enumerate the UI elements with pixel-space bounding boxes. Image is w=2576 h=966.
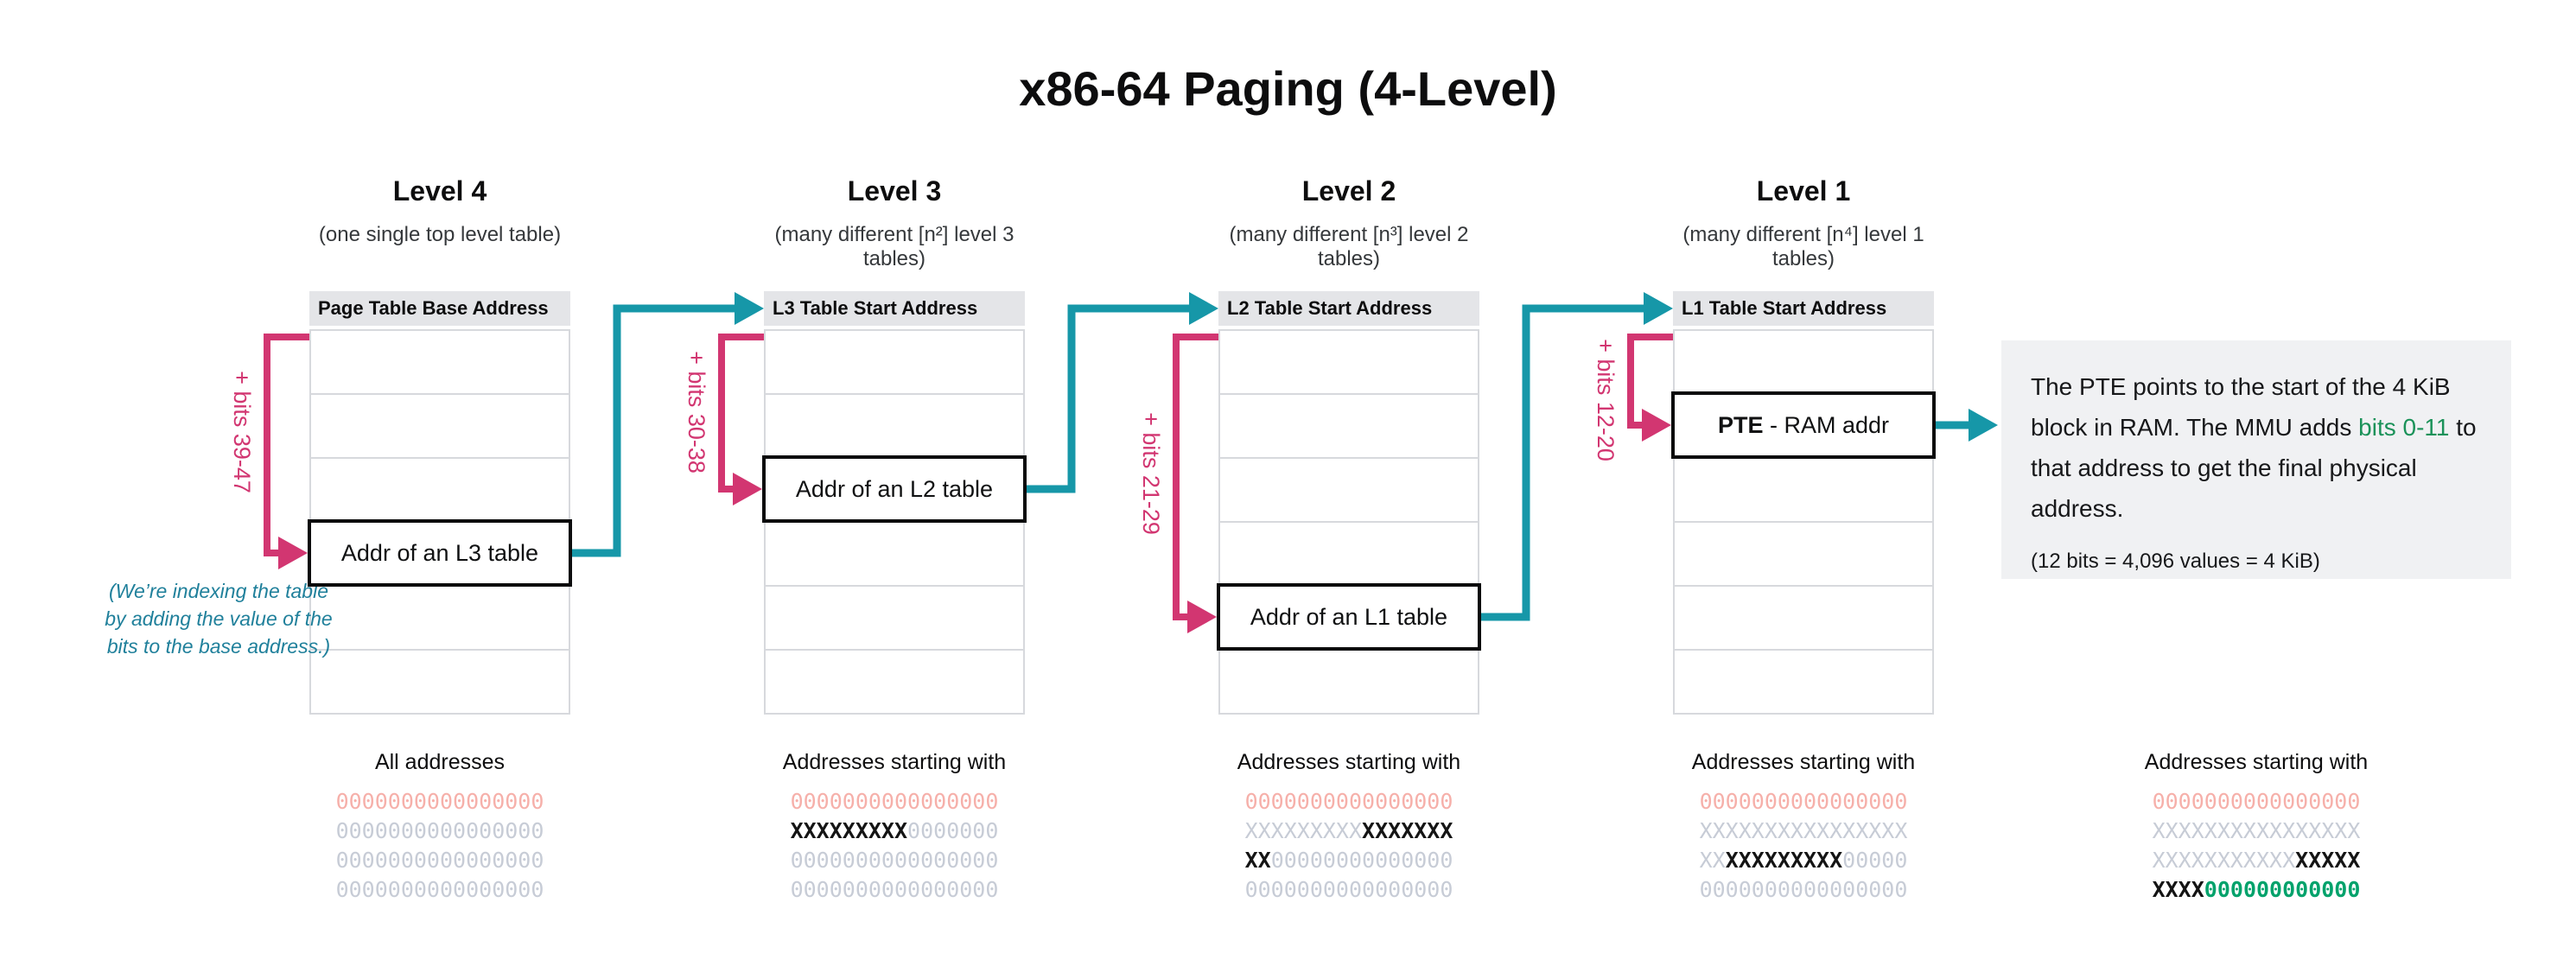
table-cell	[311, 651, 569, 715]
address-row: 0000000000000000	[335, 848, 544, 873]
pink-arrow-level2	[1173, 334, 1218, 633]
teal-arrow-l4-to-l3	[572, 292, 764, 557]
address-row: 0000000000000000	[335, 818, 544, 843]
level-subtitle: (many different [n⁴] level 1 tables)	[1682, 223, 1924, 270]
address-row: 0000000000000000	[790, 877, 999, 902]
address-row: XXXXXXXXXXX00000	[1699, 848, 1908, 873]
address-heading: Addresses starting with	[782, 750, 1007, 774]
address-column-l3: Addresses starting with 0000000000000000…	[764, 750, 1025, 905]
level-column-4: Level 4 (one single top level table) Pag…	[308, 0, 572, 966]
indexing-note-line: by adding the value of the	[105, 607, 333, 630]
address-row: 0000000000000000	[790, 789, 999, 814]
page-table-header: L1 Table Start Address	[1673, 291, 1934, 326]
address-row: 0000000000000000	[1244, 877, 1453, 902]
level-title: Level 1	[1756, 175, 1851, 207]
address-row: 0000000000000000	[1699, 789, 1908, 814]
table-cell	[766, 587, 1023, 651]
pte-description-sub: (12 bits = 4,096 values = 4 KiB)	[2031, 550, 2320, 573]
level-subtitle: (many different [n²] level 3 tables)	[774, 223, 1014, 270]
table-cell	[1675, 459, 1932, 523]
page-table-level1: L1 Table Start Address	[1673, 291, 1934, 715]
table-cell	[1220, 523, 1478, 587]
bits-arrow-label-30-38: + bits 30-38	[684, 351, 709, 473]
address-heading: Addresses starting with	[1237, 750, 1461, 774]
entry-box-pte: PTE - RAM addr	[1671, 391, 1936, 459]
address-row: 0000000000000000	[335, 877, 544, 902]
level-subtitle: (many different [n³] level 2 tables)	[1229, 223, 1469, 270]
page-table-body	[1218, 329, 1479, 715]
indexing-note-line: bits to the base address.)	[106, 635, 331, 658]
page-table-header: L2 Table Start Address	[1218, 291, 1479, 326]
teal-arrow-pte-to-note	[1936, 409, 1998, 442]
address-heading: Addresses starting with	[1691, 750, 1916, 774]
address-row: 0000000000000000	[790, 848, 999, 873]
table-cell	[1675, 651, 1932, 715]
address-row: XXXX000000000000	[2152, 877, 2361, 902]
entry-box-l2-addr: Addr of an L2 table	[762, 455, 1027, 523]
pink-arrow-level1	[1627, 334, 1673, 442]
page-table-header: L3 Table Start Address	[764, 291, 1025, 326]
level-subtitle: (one single top level table)	[318, 223, 562, 246]
level-column-3: Level 3 (many different [n²] level 3 tab…	[762, 0, 1027, 966]
pte-description: The PTE points to the start of the 4 KiB…	[2031, 373, 2477, 522]
pink-arrow-level3	[718, 334, 764, 505]
address-heading: All addresses	[374, 750, 506, 774]
bits-arrow-label-21-29: + bits 21-29	[1138, 412, 1164, 535]
diagram-title: x86-64 Paging (4-Level)	[1019, 61, 1557, 116]
indexing-note-line: (We’re indexing the table	[109, 580, 328, 602]
level-title: Level 3	[847, 175, 942, 207]
entry-box-l3-addr: Addr of an L3 table	[308, 519, 572, 587]
page-table-body	[1673, 329, 1934, 715]
level-title: Level 2	[1301, 175, 1396, 207]
address-row: 0000000000000000	[1699, 877, 1908, 902]
address-row: XX00000000000000	[1244, 848, 1453, 873]
table-cell	[311, 395, 569, 459]
pte-description-block: The PTE points to the start of the 4 KiB…	[2001, 340, 2511, 579]
table-cell	[1675, 523, 1932, 587]
level-title: Level 4	[392, 175, 487, 207]
table-cell	[1675, 587, 1932, 651]
address-row: 0000000000000000	[335, 789, 544, 814]
page-table-level2: L2 Table Start Address	[1218, 291, 1479, 715]
table-cell	[1220, 395, 1478, 459]
table-cell	[766, 523, 1023, 587]
address-row: 0000000000000000	[2152, 789, 2361, 814]
page-table-header: Page Table Base Address	[309, 291, 570, 326]
bits-arrow-label-39-47: + bits 39-47	[229, 371, 255, 493]
address-row: XXXXXXXXXXXXXXXX	[1244, 818, 1453, 843]
address-row: XXXXXXXXXXXXXXXX	[2152, 818, 2361, 843]
bits-arrow-label-12-20: + bits 12-20	[1593, 339, 1619, 461]
table-cell	[1675, 331, 1932, 395]
table-cell	[311, 459, 569, 523]
table-cell	[1220, 651, 1478, 715]
level-column-2: Level 2 (many different [n³] level 2 tab…	[1217, 0, 1481, 966]
teal-arrow-l2-to-l1	[1481, 292, 1673, 621]
indexing-note: (We’re indexing the table by adding the …	[63, 577, 374, 660]
address-column-final: Addresses starting with 0000000000000000…	[2126, 750, 2387, 905]
table-cell	[311, 331, 569, 395]
address-heading: Addresses starting with	[2144, 750, 2369, 774]
address-row: XXXXXXXXXXXXXXXX	[1699, 818, 1908, 843]
entry-box-l1-addr: Addr of an L1 table	[1217, 583, 1481, 651]
table-cell	[1220, 459, 1478, 523]
address-row: 0000000000000000	[1244, 789, 1453, 814]
pink-arrow-level4	[264, 334, 309, 569]
teal-arrow-l3-to-l2	[1027, 292, 1218, 493]
table-cell	[766, 395, 1023, 459]
level-column-1: Level 1 (many different [n⁴] level 1 tab…	[1671, 0, 1936, 966]
address-column-l1: Addresses starting with 0000000000000000…	[1673, 750, 1934, 905]
table-cell	[766, 651, 1023, 715]
address-row: XXXXXXXXX0000000	[790, 818, 999, 843]
table-cell	[1220, 331, 1478, 395]
address-column-l2: Addresses starting with 0000000000000000…	[1218, 750, 1479, 905]
address-row: XXXXXXXXXXXXXXXX	[2152, 848, 2361, 873]
table-cell	[311, 587, 569, 651]
table-cell	[766, 331, 1023, 395]
address-column-all: All addresses 0000000000000000 000000000…	[309, 750, 570, 905]
